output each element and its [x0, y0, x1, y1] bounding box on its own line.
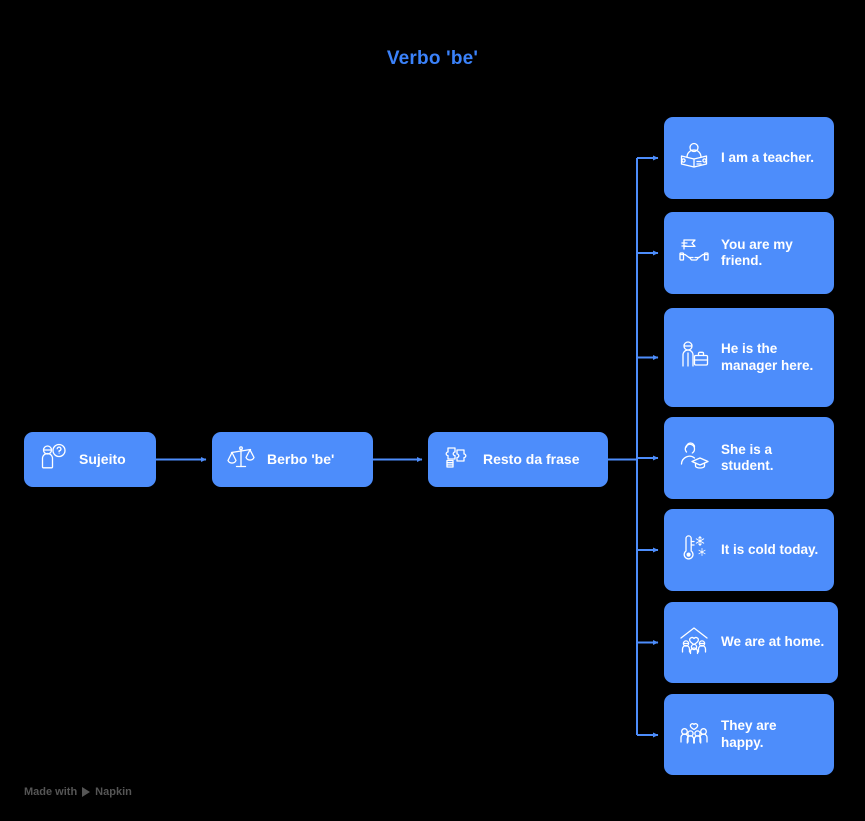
balance-scale-icon	[226, 442, 256, 477]
example-label: They are happy.	[721, 718, 777, 750]
thermometer-snowflake-icon	[678, 532, 710, 569]
teacher-book-icon	[678, 140, 710, 177]
example-card[interactable]: I am a teacher.	[664, 117, 834, 199]
person-briefcase-icon	[678, 339, 710, 376]
footer-brand-label: Napkin	[95, 786, 132, 798]
node-label: Resto da frase	[483, 450, 580, 467]
example-card[interactable]: He is the manager here.	[664, 308, 834, 407]
node-berbo-be[interactable]: Berbo 'be'	[212, 432, 373, 487]
example-label: It is cold today.	[721, 541, 819, 557]
footer-made-with-label: Made with	[24, 786, 78, 798]
example-card[interactable]: You are my friend.	[664, 212, 834, 294]
handshake-flag-icon	[678, 235, 710, 272]
person-question-icon	[38, 442, 68, 477]
example-card[interactable]: It is cold today.	[664, 509, 834, 591]
person-graduation-cap-icon	[678, 440, 710, 477]
example-card[interactable]: They are happy.	[664, 694, 834, 775]
footer-attribution[interactable]: Made with Napkin	[24, 786, 132, 798]
example-label: You are my friend.	[721, 236, 793, 268]
puzzle-pieces-icon	[442, 442, 472, 477]
family-heart-icon	[678, 716, 710, 753]
node-sujeito[interactable]: Sujeito	[24, 432, 156, 487]
example-label: He is the manager here.	[721, 341, 814, 373]
example-label: She is a student.	[721, 441, 774, 473]
example-card[interactable]: She is a student.	[664, 417, 834, 499]
page-title: Verbo 'be'	[386, 48, 479, 69]
napkin-play-icon	[82, 787, 91, 797]
node-resto-da-frase[interactable]: Resto da frase	[428, 432, 608, 487]
house-family-icon	[678, 624, 710, 661]
example-card[interactable]: We are at home.	[664, 602, 838, 683]
node-label: Berbo 'be'	[267, 450, 335, 467]
example-label: I am a teacher.	[721, 149, 815, 165]
node-label: Sujeito	[79, 450, 126, 467]
example-label: We are at home.	[721, 634, 825, 650]
